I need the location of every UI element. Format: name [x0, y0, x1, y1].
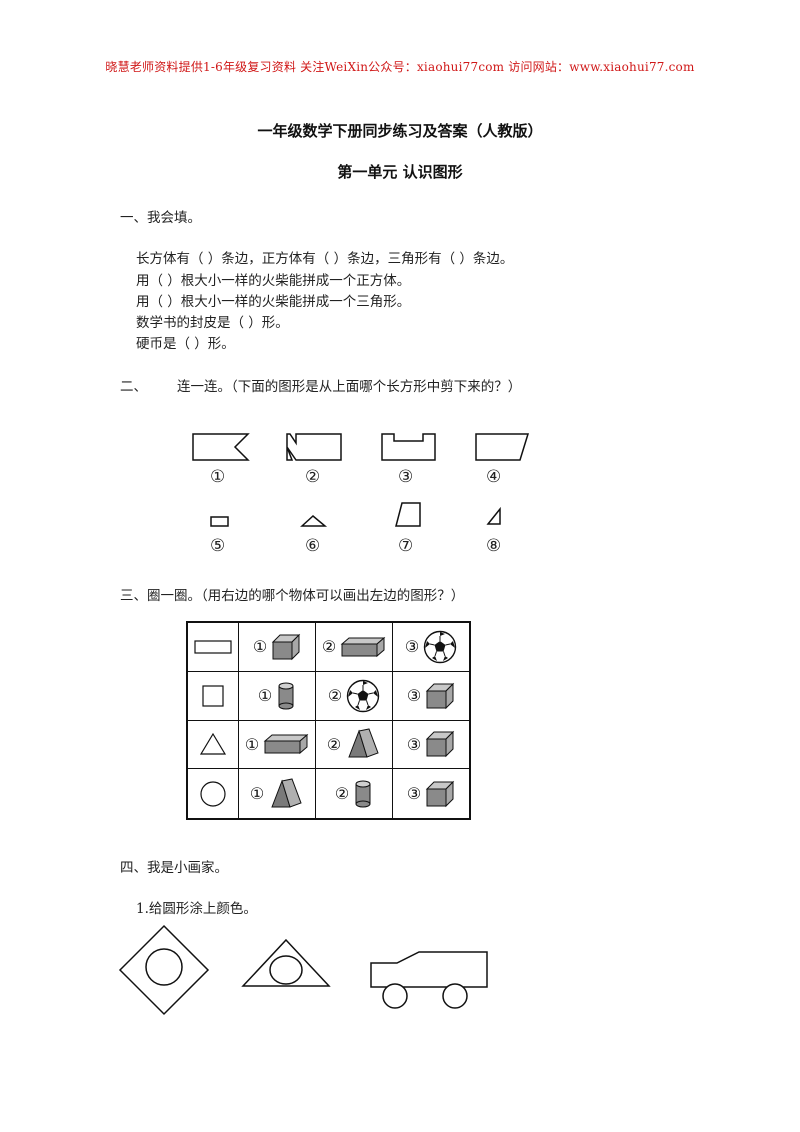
option-number: ① — [249, 784, 265, 804]
label-8: ⑧ — [486, 536, 502, 556]
shape-5-small-rect — [210, 516, 229, 527]
option-number: ③ — [406, 784, 422, 804]
section2-heading-number: 二、 — [120, 379, 147, 395]
option-number: ② — [334, 784, 350, 804]
section4-sub1: 1.给圆形涂上颜色。 — [136, 901, 257, 917]
option-cell[interactable]: ① — [239, 769, 316, 818]
section2-heading: 连一连。（下面的图形是从上面哪个长方形中剪下来的？） — [177, 379, 522, 395]
diamond-with-circle[interactable] — [118, 924, 210, 1016]
label-2: ② — [305, 467, 321, 487]
option-number: ① — [244, 734, 260, 754]
option-cell[interactable]: ③ — [393, 721, 469, 770]
page-title: 一年级数学下册同步练习及答案（人教版） — [257, 122, 543, 140]
option-cell[interactable]: ① — [239, 671, 316, 721]
target-square — [188, 671, 239, 721]
soccer-ball-icon — [423, 630, 457, 664]
header-banner: 晓慧老师资料提供1-6年级复习资料 关注WeiXin公众号：xiaohui77c… — [105, 60, 695, 74]
option-cell[interactable]: ② — [316, 769, 393, 818]
option-number: ② — [321, 637, 337, 657]
triangular-prism-icon — [345, 727, 381, 761]
page-subtitle: 第一单元 认识图形 — [337, 163, 463, 181]
fill-line-1: 长方体有（ ）条边，正方体有（ ）条边，三角形有（ ）条边。 — [136, 251, 514, 267]
shape-3-notched-rect — [381, 433, 436, 461]
cylinder-icon — [276, 681, 296, 711]
fill-line-5: 硬币是（ ）形。 — [136, 336, 235, 352]
cylinder-icon — [353, 779, 373, 809]
cube-icon — [425, 780, 455, 808]
label-6: ⑥ — [305, 536, 321, 556]
shape-7-trapezoid — [395, 502, 421, 527]
shape-8-small-triangle — [486, 506, 501, 525]
target-circle — [188, 769, 239, 818]
shape-6-small-triangle — [300, 515, 328, 527]
option-number: ① — [257, 686, 273, 706]
option-cell[interactable]: ③ — [393, 769, 469, 818]
triangular-prism-icon — [268, 777, 304, 811]
label-1: ① — [210, 467, 226, 487]
target-triangle — [188, 720, 239, 770]
car-drawing[interactable] — [370, 951, 488, 1009]
option-number: ② — [326, 734, 342, 754]
fill-line-2: 用（ ）根大小一样的火柴能拼成一个正方体。 — [136, 273, 411, 289]
coloring-figures — [118, 924, 488, 1016]
fill-line-3: 用（ ）根大小一样的火柴能拼成一个三角形。 — [136, 294, 411, 310]
option-cell[interactable]: ② — [316, 720, 393, 770]
option-cell[interactable]: ② — [316, 623, 393, 672]
shape-1-notched-rect — [192, 433, 250, 461]
option-cell[interactable]: ① — [239, 623, 316, 672]
section3-heading: 三、圈一圈。（用右边的哪个物体可以画出左边的图形？） — [120, 588, 465, 604]
shape-2-notched-rect — [286, 433, 342, 461]
option-cell[interactable]: ③ — [393, 672, 469, 721]
cube-icon — [425, 730, 455, 758]
section1-heading: 一、我会填。 — [120, 210, 201, 226]
option-cell[interactable]: ① — [239, 720, 316, 770]
option-number: ① — [252, 637, 268, 657]
option-number: ③ — [406, 734, 422, 754]
label-5: ⑤ — [210, 536, 226, 556]
match-table: ① ② ③ ① ② ③ ① ② ③ ① ② ③ — [186, 621, 471, 820]
shape-4-cut-rect — [475, 433, 530, 461]
option-cell[interactable]: ② — [316, 671, 393, 721]
soccer-ball-icon — [346, 679, 380, 713]
option-cell[interactable]: ③ — [393, 623, 469, 672]
option-number: ② — [327, 686, 343, 706]
label-7: ⑦ — [398, 536, 414, 556]
option-number: ③ — [406, 686, 422, 706]
label-3: ③ — [398, 467, 414, 487]
cube-icon — [425, 682, 455, 710]
cube-icon — [271, 633, 301, 661]
cut-shapes-figure — [192, 433, 530, 527]
fill-line-4: 数学书的封皮是（ ）形。 — [136, 315, 289, 331]
section4-heading: 四、我是小画家。 — [120, 860, 228, 876]
cuboid-icon — [263, 733, 309, 755]
label-4: ④ — [486, 467, 502, 487]
cuboid-icon — [340, 636, 386, 658]
option-number: ③ — [404, 637, 420, 657]
triangle-with-circle[interactable] — [241, 938, 331, 987]
target-rectangle — [188, 623, 239, 672]
